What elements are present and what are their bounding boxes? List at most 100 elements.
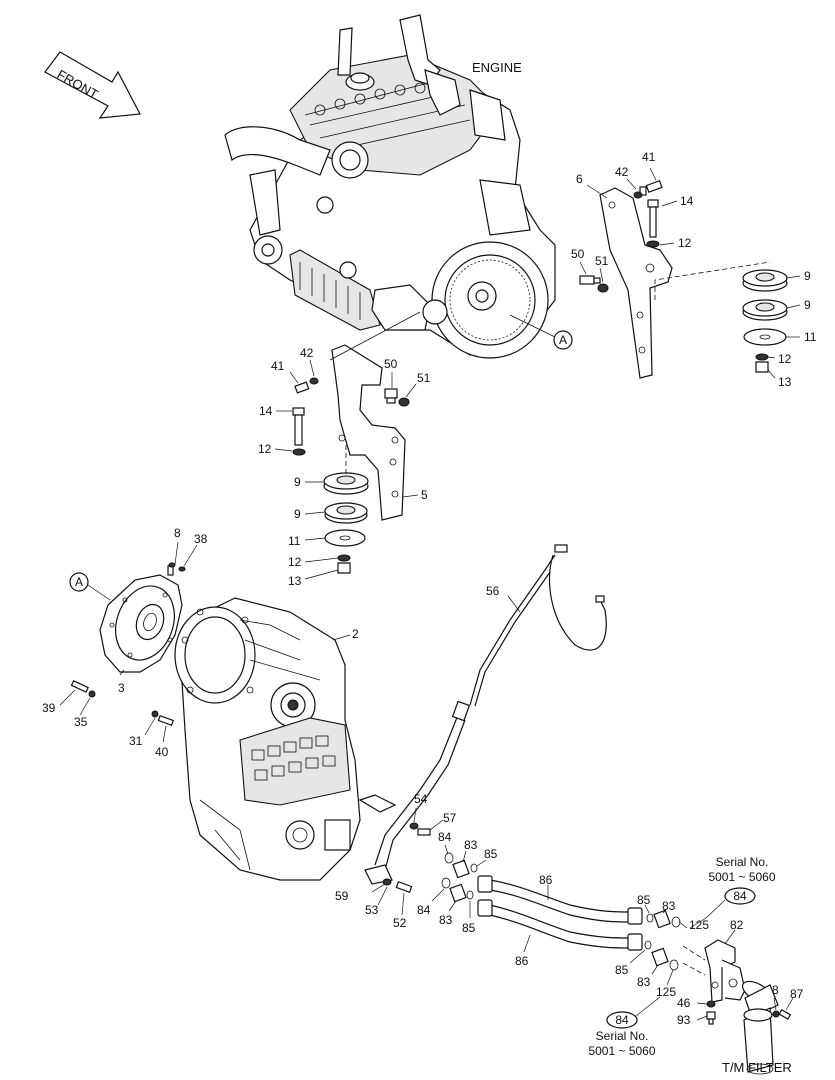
callout-52: 52	[393, 916, 407, 930]
bolt-41-right	[633, 180, 663, 199]
callout-83-a: 83	[464, 838, 478, 852]
engine-label: ENGINE	[472, 60, 522, 75]
ref-a-engine-marker: A	[553, 330, 573, 350]
callout-39: 39	[42, 701, 56, 715]
callout-50-mid: 50	[384, 357, 398, 371]
hose-lower	[477, 899, 643, 951]
svg-text:A: A	[75, 575, 83, 589]
callout-42-mid: 42	[300, 346, 314, 360]
callout-85-a: 85	[484, 847, 498, 861]
callout-51-mid: 51	[417, 371, 431, 385]
callout-11-top: 11	[804, 330, 817, 344]
callout-83-b: 83	[439, 913, 453, 927]
callout-56: 56	[486, 584, 500, 598]
tm-filter-element	[741, 980, 779, 1075]
callout-11-mid: 11	[288, 534, 301, 548]
fittings-right	[644, 909, 681, 971]
bolt-39-35	[70, 680, 96, 698]
tm-filter-label: T/M FILTER	[722, 1060, 792, 1075]
callout-35: 35	[74, 715, 88, 729]
callout-41-top: 41	[642, 150, 656, 164]
callout-14-mid: 14	[259, 404, 273, 418]
callout-12-top-b: 12	[778, 352, 792, 366]
washer-46	[706, 1000, 716, 1008]
svg-text:A: A	[559, 333, 567, 347]
callout-59: 59	[335, 889, 349, 903]
bolt-14-left	[292, 407, 305, 446]
washer-12-right	[646, 240, 660, 248]
serial-top-ref-badge: 84	[724, 887, 756, 905]
filter-bracket	[704, 939, 746, 1003]
callout-5: 5	[421, 488, 428, 502]
washer-51-right	[597, 283, 609, 293]
transmission-illustration	[174, 597, 361, 881]
callout-9-top-b: 9	[804, 298, 811, 312]
callout-85-d: 85	[615, 963, 629, 977]
washer-51-left	[398, 397, 410, 407]
callout-14-top: 14	[680, 194, 694, 208]
callout-83-c: 83	[662, 899, 676, 913]
flex-plate	[99, 574, 183, 673]
bolt-57	[409, 822, 431, 836]
left-engine-bracket	[331, 344, 406, 521]
callout-93: 93	[677, 1013, 691, 1027]
mount-stack-left	[323, 472, 369, 574]
callout-46: 46	[677, 996, 691, 1010]
callout-9-mid-b: 9	[294, 507, 301, 521]
front-arrow-icon	[44, 51, 141, 119]
bolt-53-52	[382, 878, 413, 893]
bolt-41-left	[294, 377, 319, 394]
callout-54: 54	[414, 792, 428, 806]
right-engine-bracket	[599, 187, 673, 379]
bolt-8-38	[167, 562, 186, 576]
callout-41-mid: 41	[271, 359, 285, 373]
callout-125-a: 125	[689, 918, 709, 932]
hose-upper	[477, 875, 643, 925]
callout-8-right: 8	[772, 983, 779, 997]
callout-50-top: 50	[571, 247, 585, 261]
svg-text:84: 84	[615, 1013, 629, 1027]
bolt-14-right	[647, 199, 659, 238]
callout-42-top: 42	[615, 165, 629, 179]
callout-53: 53	[365, 903, 379, 917]
dipstick-tube	[358, 544, 607, 885]
serial-top-label: Serial No.	[716, 855, 769, 869]
callout-9-top-a: 9	[804, 269, 811, 283]
callout-87: 87	[790, 987, 804, 1001]
callout-86-a: 86	[539, 873, 553, 887]
callout-13-top: 13	[778, 375, 792, 389]
bolt-87	[778, 1008, 792, 1020]
washer-8-right	[772, 1010, 780, 1018]
serial-bottom-ref-badge: 84	[606, 1011, 638, 1029]
bolt-93	[706, 1011, 716, 1025]
callout-83-d: 83	[637, 975, 651, 989]
callout-8-left: 8	[174, 526, 181, 540]
callout-12-mid-b: 12	[288, 555, 302, 569]
washer-12-left	[292, 448, 306, 456]
ref-a-left-marker: A	[69, 572, 89, 592]
callout-125-b: 125	[656, 985, 676, 999]
serial-bottom-range: 5001 ~ 5060	[588, 1044, 655, 1058]
callout-82: 82	[730, 918, 744, 932]
engine-illustration	[224, 14, 556, 359]
bolt-50-right	[579, 275, 601, 285]
callout-51-top: 51	[595, 254, 609, 268]
callout-84-b: 84	[417, 903, 431, 917]
callout-3: 3	[118, 681, 125, 695]
bolt-50-left	[384, 388, 398, 404]
callout-13-mid: 13	[288, 574, 302, 588]
callout-84-a: 84	[438, 830, 452, 844]
callout-31: 31	[129, 734, 143, 748]
bolt-31-40	[151, 710, 175, 726]
callout-6: 6	[576, 172, 583, 186]
callout-86-b: 86	[515, 954, 529, 968]
fittings-left	[441, 852, 478, 903]
callout-2: 2	[352, 627, 359, 641]
callout-85-b: 85	[462, 921, 476, 935]
serial-bottom-label: Serial No.	[596, 1029, 649, 1043]
callout-12-top: 12	[678, 236, 692, 250]
callout-12-mid: 12	[258, 442, 272, 456]
callout-9-mid-a: 9	[294, 475, 301, 489]
callout-85-c: 85	[637, 893, 651, 907]
